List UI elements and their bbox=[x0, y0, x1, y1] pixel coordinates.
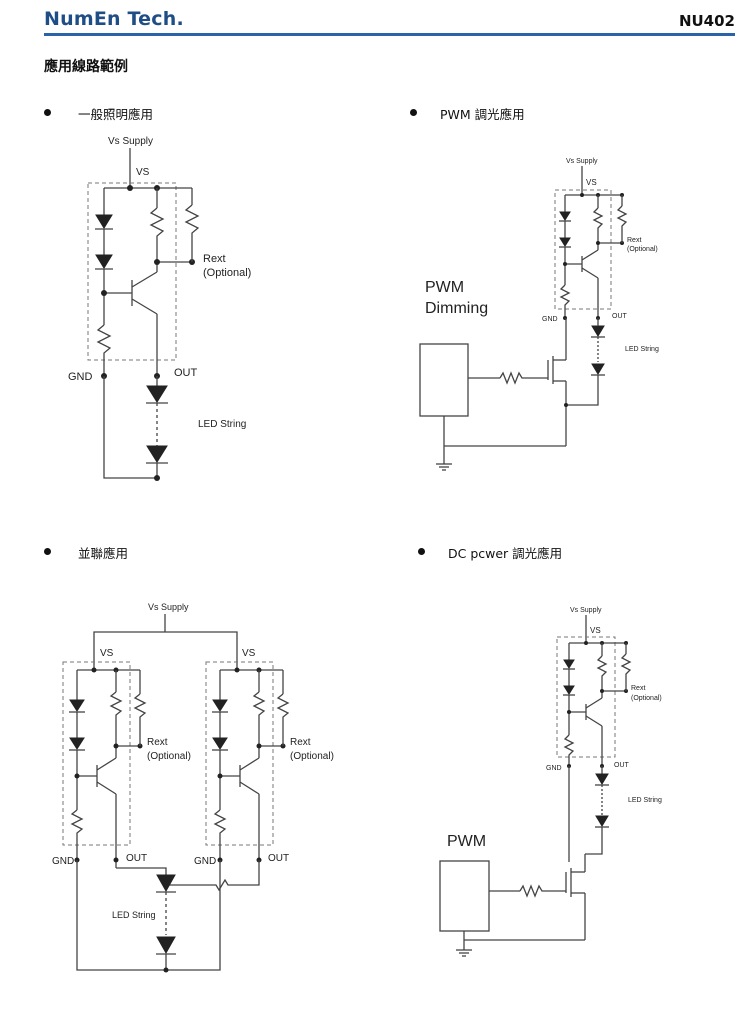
optional-label: (Optional) bbox=[627, 246, 658, 253]
pwm-label: PWM bbox=[447, 833, 486, 850]
gnd-label: GND bbox=[546, 765, 562, 772]
rext-label: Rext bbox=[290, 737, 311, 748]
pwm-label: PWM bbox=[425, 279, 464, 296]
out-label: OUT bbox=[612, 313, 628, 320]
dimming-label: Dimming bbox=[425, 300, 488, 317]
led-string-label: LED String bbox=[625, 346, 659, 353]
gnd-label: GND bbox=[542, 316, 558, 323]
bullet-icon bbox=[44, 548, 51, 555]
vs-supply-label: Vs Supply bbox=[566, 158, 598, 165]
vs-label: VS bbox=[590, 626, 601, 635]
led-string-label: LED String bbox=[198, 419, 246, 430]
vs-label: VS bbox=[586, 178, 597, 187]
out-label: OUT bbox=[268, 853, 289, 864]
section-title: 應用線路範例 bbox=[44, 59, 128, 75]
vs-label: VS bbox=[100, 648, 114, 659]
header-rule bbox=[44, 33, 735, 36]
optional-label: (Optional) bbox=[147, 751, 191, 762]
gnd-label: GND bbox=[68, 371, 93, 383]
rext-label: Rext bbox=[203, 253, 226, 265]
out-label: OUT bbox=[174, 367, 198, 379]
optional-label: (Optional) bbox=[631, 695, 662, 702]
item-label-dc-power-dimming: DC pcwer 調光應用 bbox=[448, 546, 563, 561]
optional-label: (Optional) bbox=[290, 751, 334, 762]
item-label-pwm-dimming: PWM 調光應用 bbox=[440, 107, 525, 122]
out-label: OUT bbox=[614, 762, 630, 769]
vs-label: VS bbox=[242, 648, 256, 659]
vs-label: VS bbox=[136, 167, 150, 178]
vs-supply-label: Vs Supply bbox=[108, 136, 153, 147]
bullet-icon bbox=[410, 109, 417, 116]
rext-label: Rext bbox=[631, 685, 645, 692]
bullet-icon bbox=[418, 548, 425, 555]
gnd-label: GND bbox=[52, 856, 74, 867]
item-label-general-lighting: 一般照明應用 bbox=[78, 107, 154, 122]
led-string-label: LED String bbox=[112, 910, 156, 920]
rext-label: Rext bbox=[147, 737, 168, 748]
vs-supply-label: Vs Supply bbox=[148, 602, 189, 612]
optional-label: (Optional) bbox=[203, 267, 251, 279]
brand-logo: NumEn Tech. bbox=[44, 8, 184, 30]
bullet-icon bbox=[44, 109, 51, 116]
document-id: NU402 bbox=[678, 12, 735, 30]
item-label-parallel: 並聯應用 bbox=[78, 546, 129, 561]
vs-supply-label: Vs Supply bbox=[570, 607, 602, 614]
gnd-label: GND bbox=[194, 856, 216, 867]
led-string-label: LED String bbox=[628, 797, 662, 804]
rext-label: Rext bbox=[627, 237, 641, 244]
out-label: OUT bbox=[126, 853, 147, 864]
